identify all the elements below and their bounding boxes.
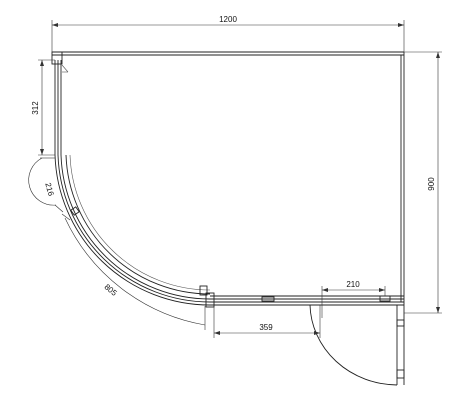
bottom-roller <box>261 296 275 302</box>
dim-width-top: 1200 <box>51 15 405 52</box>
dim-1200-arrow-right <box>398 23 404 27</box>
dim-359-arrow-right <box>314 331 320 335</box>
arc-outer <box>54 154 211 306</box>
swing-door-hinge-top <box>396 319 405 327</box>
swing-door-hinge-bottom <box>396 369 405 379</box>
dim-210-arrow-left <box>322 288 328 292</box>
top-left-corner-block <box>51 51 63 65</box>
curved-door <box>54 154 211 306</box>
arc-line-3 <box>60 154 211 300</box>
dim-312-label: 312 <box>31 101 40 115</box>
dim-359-label: 359 <box>259 323 273 332</box>
dim-210-label: 210 <box>346 280 360 289</box>
dim-900-label: 900 <box>427 177 436 191</box>
dim-height-right: 900 <box>404 51 442 314</box>
dim-805-ext-top <box>61 213 71 221</box>
dim-900-arrow-top <box>436 52 440 58</box>
dim-900-arrow-bottom <box>436 307 440 313</box>
dim-359: 359 <box>213 305 321 338</box>
arc-end-handle <box>199 285 208 296</box>
dim-210: 210 <box>321 280 386 318</box>
arc-roller-1 <box>70 206 80 216</box>
dim-312: 312 <box>31 59 55 156</box>
bottom-panel <box>205 292 404 308</box>
dim-1200-arrow-left <box>52 23 58 27</box>
swing-door <box>309 304 405 386</box>
bottom-stopper <box>379 295 391 302</box>
dim-312-arrow-bottom <box>40 149 44 155</box>
dim-210-arrow-right <box>379 288 385 292</box>
arc-line-2 <box>57 154 211 303</box>
dim-216-ext-bottom <box>54 204 64 213</box>
left-fixed-panel <box>51 51 69 155</box>
swing-arc <box>309 304 398 386</box>
dim-359-arrow-left <box>214 331 220 335</box>
dim-805-arc <box>64 217 206 326</box>
left-hinge-detail <box>61 64 69 73</box>
dim-216-arc <box>28 157 57 206</box>
arc-innermost <box>69 154 211 291</box>
enclosure-outline <box>52 51 405 305</box>
dim-216-label: 216 <box>43 182 55 198</box>
dim-216: 216 <box>28 157 64 213</box>
dim-1200-label: 1200 <box>219 15 237 24</box>
bottom-left-joint <box>205 292 215 308</box>
arc-inner <box>65 154 211 295</box>
dim-312-arrow-top <box>40 60 44 66</box>
